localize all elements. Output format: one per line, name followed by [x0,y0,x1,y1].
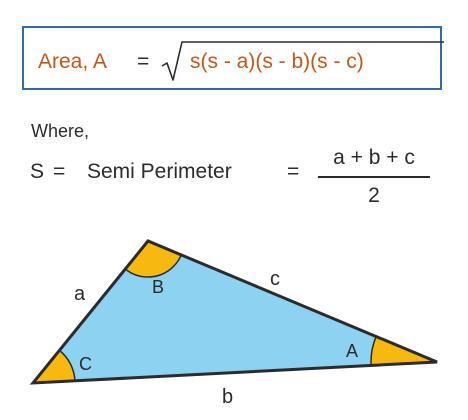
area-formula-box: Area, A = s(s - a)(s - b)(s - c) [22,26,444,90]
angle-b-label: B [152,277,164,297]
fraction-equals-sign: = [287,160,300,183]
triangle-outline [29,239,438,385]
area-equals-sign: = [137,50,150,73]
angle-a-marker [370,295,437,383]
fraction-bar [318,176,430,178]
angle-a-label: A [346,341,358,361]
side-a-label: a [74,283,86,305]
square-root-sign [161,41,444,81]
s-symbol: S [30,160,45,183]
angle-c-marker [33,340,76,383]
semi-perimeter-label: Semi Perimeter [87,160,232,183]
angle-c-label: C [79,354,92,374]
fraction-numerator: a + b + c [333,146,415,169]
side-b-label: b [222,386,233,408]
where-label: Where, [31,121,90,141]
s-equals-sign: = [53,160,66,183]
heron-radicand: s(s - a)(s - b)(s - c) [190,50,364,73]
side-c-label: c [270,268,280,290]
area-label: Area, A [38,50,107,73]
fraction-denominator: 2 [368,184,380,207]
triangle-body [33,241,437,383]
